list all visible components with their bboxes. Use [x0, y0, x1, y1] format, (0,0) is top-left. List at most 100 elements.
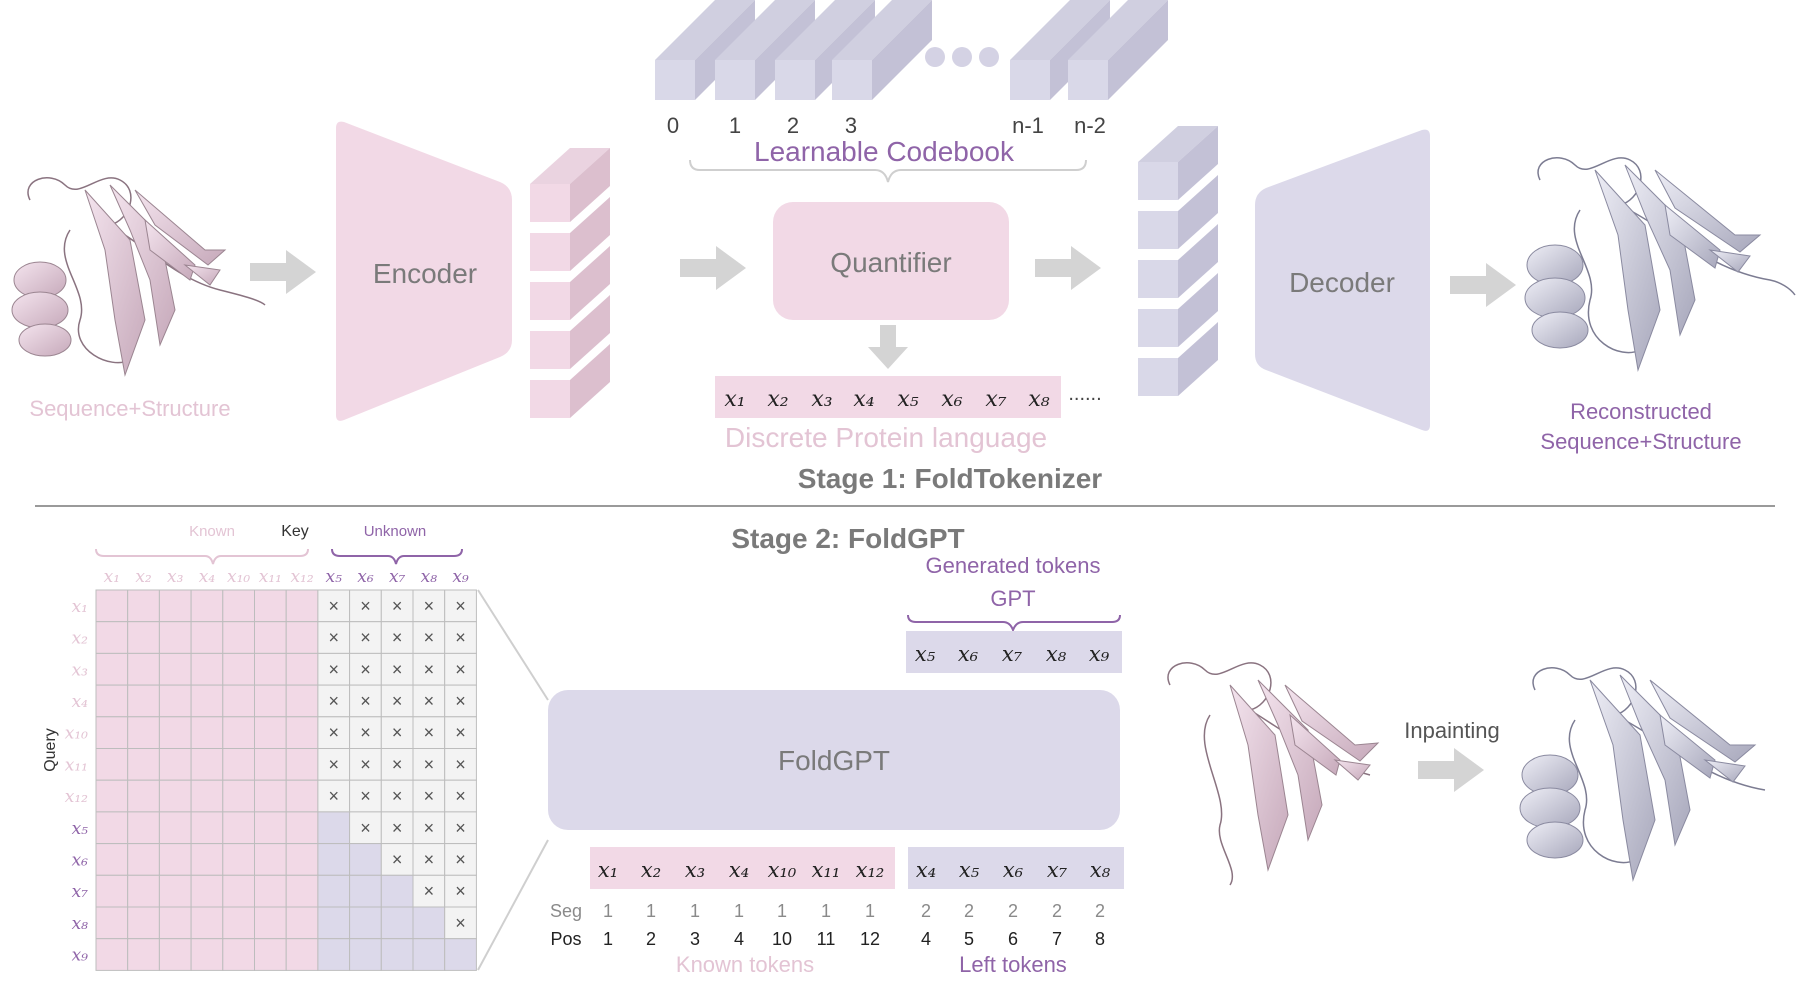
- attention-cell: [222, 906, 256, 940]
- encoder-feature-stack: [530, 148, 610, 418]
- known-token-bar: [590, 847, 895, 889]
- token: x₂: [767, 387, 788, 412]
- arrow-to-encoder: [250, 250, 316, 294]
- mask-symbol: ×: [392, 786, 403, 806]
- left-token-bar: [908, 847, 1124, 889]
- key-column-label: x₈: [421, 567, 438, 587]
- mask-symbol: ×: [360, 754, 371, 774]
- attention-cell: [222, 589, 256, 623]
- masked-cell: [412, 811, 446, 845]
- codebook-brace: [689, 159, 1087, 183]
- attention-cell: [95, 589, 129, 623]
- attention-cell: [158, 938, 192, 971]
- token: x₈: [1090, 858, 1111, 882]
- token: x₄: [916, 858, 936, 882]
- masked-cell: [380, 684, 414, 718]
- token: x₆: [1003, 858, 1024, 882]
- codebook-indices: 0 1 2 3 n-1 n-2: [667, 113, 1106, 138]
- pos-value: 3: [690, 929, 700, 949]
- seg-value: 2: [1095, 901, 1105, 921]
- left-tokens-label: Left tokens: [959, 952, 1067, 977]
- attention-cell: [127, 811, 160, 845]
- key-header: Key: [281, 523, 309, 540]
- attention-cell: [349, 938, 382, 971]
- attention-cell: [380, 938, 414, 971]
- attention-cell: [127, 938, 160, 971]
- attention-cell: [222, 748, 256, 781]
- seg-value: 1: [777, 901, 787, 921]
- codebook-ellipsis-dots: [925, 47, 999, 67]
- attention-cell: [254, 874, 287, 908]
- attention-cell: [158, 621, 192, 654]
- query-row-label: x₃: [72, 660, 89, 680]
- mask-symbol: ×: [360, 691, 371, 711]
- token: x₇: [1002, 642, 1023, 666]
- mask-symbol: ×: [455, 659, 466, 679]
- attention-cell: [285, 716, 319, 749]
- quantifier-block: [773, 202, 1009, 320]
- attention-cell: [317, 811, 351, 845]
- mask-symbol: ×: [455, 913, 466, 933]
- mask-symbol: ×: [455, 881, 466, 901]
- masked-cell: [444, 779, 477, 813]
- inpainting-label: Inpainting: [1404, 718, 1499, 743]
- attention-cell: [285, 621, 319, 654]
- key-column-label: x₇: [389, 567, 406, 587]
- masked-cell: [380, 621, 414, 654]
- input-label: Sequence+Structure: [29, 396, 230, 421]
- query-label: Query: [42, 728, 59, 772]
- attention-cell: [222, 684, 256, 718]
- token: x₉: [1089, 642, 1110, 666]
- matrix-connector-top: [477, 589, 549, 701]
- attention-cell: [222, 843, 256, 876]
- masked-cell: [380, 589, 414, 623]
- unknown-header: Unknown: [364, 523, 427, 540]
- arrow-to-quantifier: [680, 246, 746, 290]
- attention-cell: [190, 684, 224, 718]
- attention-cell: [254, 652, 287, 686]
- mask-symbol: ×: [424, 628, 435, 648]
- seg-value: 1: [646, 901, 656, 921]
- mask-symbol: ×: [392, 596, 403, 616]
- attention-cell: [127, 621, 160, 654]
- attention-cell: [127, 589, 160, 623]
- mask-symbol: ×: [360, 628, 371, 648]
- arrow-to-output: [1450, 263, 1516, 307]
- attention-cell: [190, 748, 224, 781]
- masked-cell: [349, 621, 382, 654]
- masked-cell: [412, 589, 446, 623]
- generated-tokens: x₅ x₆ x₇ x₈ x₉: [915, 642, 1110, 666]
- masked-cell: [444, 843, 477, 876]
- attention-cell: [95, 906, 129, 940]
- attention-cell: [254, 716, 287, 749]
- query-row-label: x₈: [72, 914, 89, 934]
- mask-symbol: ×: [424, 786, 435, 806]
- seg-row-label: Seg: [550, 901, 582, 921]
- key-column-label: x₁: [104, 567, 120, 587]
- mask-symbol: ×: [392, 818, 403, 838]
- attention-cell: [380, 906, 414, 940]
- codebook-label: Learnable Codebook: [754, 136, 1015, 167]
- attention-cell: [285, 938, 319, 971]
- pos-value: 10: [772, 929, 792, 949]
- attention-cell: [158, 779, 192, 813]
- masked-cell: [412, 716, 446, 749]
- attention-cell: [95, 748, 129, 781]
- attention-cell: [190, 779, 224, 813]
- key-column-label: x₂: [135, 567, 152, 587]
- attention-cell: [95, 652, 129, 686]
- attention-cell: [254, 779, 287, 813]
- query-row-label: x₂: [72, 629, 89, 649]
- attention-cell: [285, 811, 319, 845]
- pos-value: 4: [921, 929, 931, 949]
- token: x₅: [959, 858, 980, 882]
- mask-symbol: ×: [360, 596, 371, 616]
- mask-symbol: ×: [360, 786, 371, 806]
- attention-cell: [254, 684, 287, 718]
- masked-cell: [349, 779, 382, 813]
- decoder-label: Decoder: [1289, 267, 1395, 298]
- token: x₃: [685, 858, 705, 882]
- mask-symbol: ×: [392, 754, 403, 774]
- attention-cell: [190, 906, 224, 940]
